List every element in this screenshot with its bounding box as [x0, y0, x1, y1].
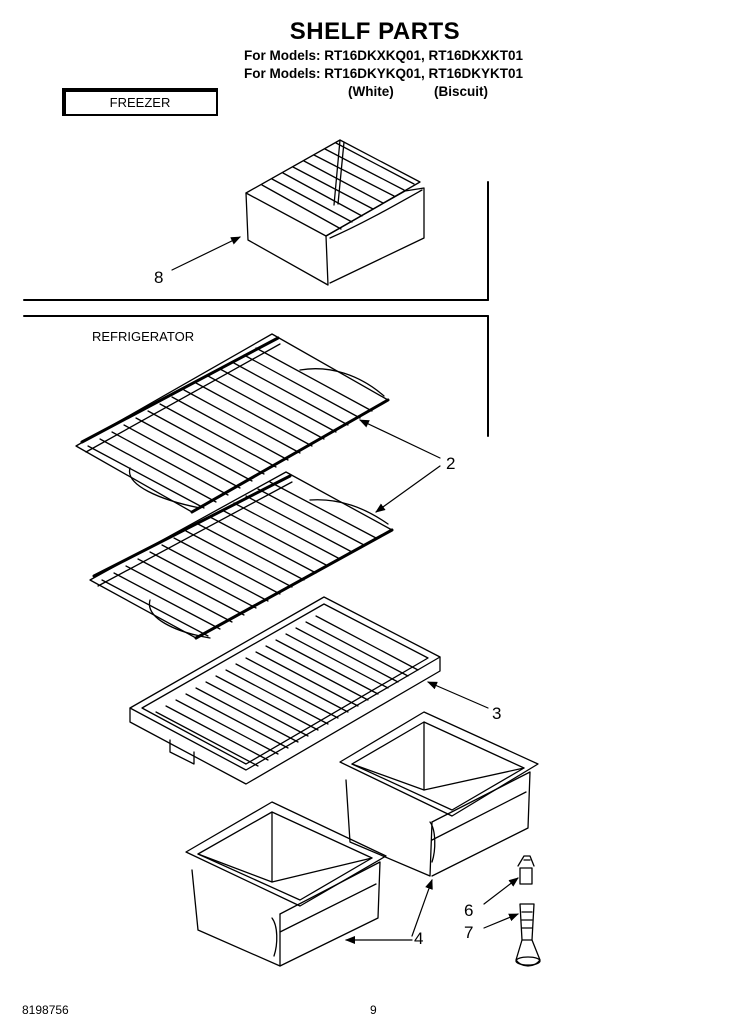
- roller-part: [518, 856, 534, 884]
- glass-shelf-part: [130, 597, 440, 784]
- color-biscuit-label: (Biscuit): [434, 84, 488, 99]
- callout-3: 3: [492, 704, 502, 723]
- callout-8: 8: [154, 268, 164, 287]
- freezer-section-label: FREEZER: [62, 88, 218, 116]
- leader-lines: [172, 237, 519, 944]
- callout-6: 6: [464, 901, 474, 920]
- upper-wire-shelf-part: [76, 334, 388, 512]
- refrigerator-section-label: REFRIGERATOR: [92, 329, 195, 344]
- section-divider-lines: [24, 182, 488, 436]
- lower-wire-shelf-part: [90, 472, 392, 638]
- document-number: 8198756: [22, 1003, 69, 1017]
- callout-7: 7: [464, 923, 474, 942]
- color-white-label: (White): [348, 84, 394, 99]
- freezer-wire-shelf-part: [246, 140, 424, 285]
- lower-crisper-pan-part: [186, 802, 386, 966]
- freezer-label-text: FREEZER: [109, 94, 171, 110]
- callout-4: 4: [414, 929, 424, 948]
- leveling-leg-part: [516, 904, 540, 966]
- model-line-1: For Models: RT16DKXKQ01, RT16DKXKT01: [244, 48, 524, 63]
- model-line-2: For Models: RT16DKYKQ01, RT16DKYKT01: [244, 66, 524, 81]
- page-title: SHELF PARTS: [289, 18, 461, 45]
- callout-2: 2: [446, 454, 456, 473]
- upper-crisper-pan-part: [340, 712, 538, 876]
- page-number: 9: [370, 1003, 377, 1017]
